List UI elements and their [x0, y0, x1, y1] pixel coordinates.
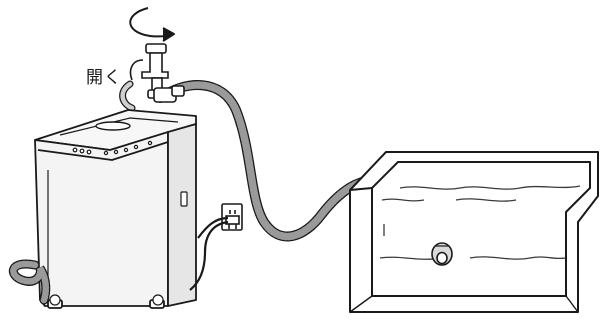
- open-faucet-label: 開く: [86, 63, 122, 88]
- hose-nozzle: [432, 243, 452, 265]
- bathtub: [350, 152, 598, 312]
- rotate-counterclockwise-arrow-icon: [130, 8, 174, 41]
- inlet-hose: [123, 84, 132, 108]
- floor-hose-coil: [13, 264, 45, 300]
- power-outlet: [222, 204, 242, 230]
- washing-machine: [35, 110, 196, 308]
